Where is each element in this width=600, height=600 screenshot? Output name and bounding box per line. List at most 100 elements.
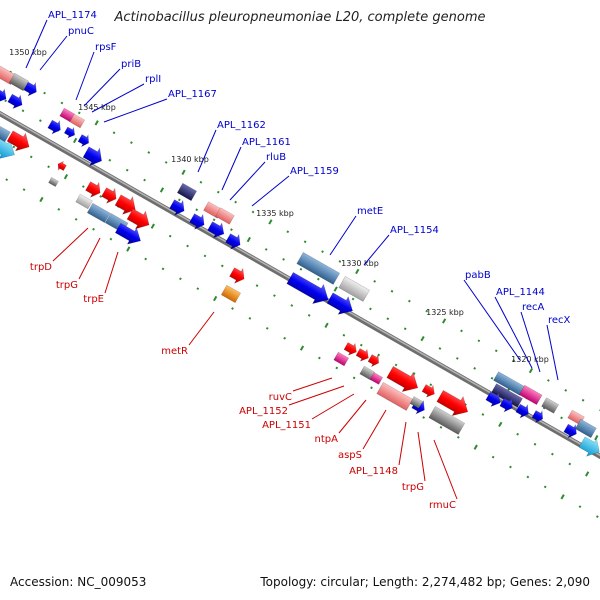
- gene-feature[interactable]: [84, 179, 105, 201]
- gene-feature[interactable]: [574, 418, 597, 439]
- gene-label-reverse[interactable]: trpD: [30, 262, 52, 273]
- gene-feature[interactable]: [168, 197, 189, 219]
- gene-label-reverse[interactable]: metR: [161, 346, 188, 357]
- gene-label-forward[interactable]: APL_1162: [217, 120, 266, 131]
- gene-label-reverse[interactable]: trpG: [56, 280, 78, 291]
- label-leader-line: [338, 399, 367, 434]
- gene-label-forward[interactable]: APL_1174: [48, 10, 97, 21]
- gene-feature[interactable]: [22, 79, 40, 98]
- gene-feature[interactable]: [176, 182, 197, 202]
- gene-label-forward[interactable]: recX: [548, 315, 571, 326]
- gene-label-reverse[interactable]: APL_1148: [349, 466, 398, 477]
- gene-feature[interactable]: [343, 340, 360, 358]
- gene-feature[interactable]: [541, 397, 559, 414]
- gene-feature[interactable]: [188, 211, 209, 233]
- gene-label-forward[interactable]: APL_1144: [496, 287, 545, 298]
- gene-feature[interactable]: [113, 191, 140, 219]
- gene-feature[interactable]: [81, 143, 107, 170]
- gene-feature[interactable]: [220, 284, 241, 304]
- gene-feature[interactable]: [514, 401, 532, 420]
- gene-label-reverse[interactable]: aspS: [338, 450, 362, 461]
- gene-feature[interactable]: [338, 276, 370, 302]
- gene-feature[interactable]: [531, 408, 546, 425]
- gene-feature[interactable]: [296, 252, 341, 285]
- gene-feature[interactable]: [86, 202, 111, 224]
- gene-feature[interactable]: [215, 207, 235, 225]
- gene-label-forward[interactable]: APL_1167: [168, 89, 217, 100]
- gene-feature[interactable]: [355, 346, 372, 364]
- gene-label-reverse[interactable]: trpG: [402, 482, 424, 493]
- gene-feature[interactable]: [518, 384, 543, 406]
- scale-tick-mark: [342, 333, 346, 337]
- gene-label-forward[interactable]: rplI: [145, 74, 161, 85]
- gene-feature[interactable]: [376, 382, 414, 411]
- gene-label-forward[interactable]: APL_1161: [242, 137, 291, 148]
- gene-feature[interactable]: [5, 127, 34, 156]
- gene-label-reverse[interactable]: rmuC: [429, 500, 456, 511]
- scale-tick-mark: [109, 237, 113, 241]
- gene-feature[interactable]: [206, 219, 228, 242]
- gene-feature[interactable]: [8, 72, 29, 92]
- gene-feature[interactable]: [0, 64, 17, 86]
- gene-label-forward[interactable]: recA: [522, 302, 545, 313]
- gene-label-reverse[interactable]: ntpA: [315, 434, 339, 445]
- gene-feature[interactable]: [0, 132, 20, 164]
- label-leader-line: [520, 311, 541, 373]
- gene-label-forward[interactable]: APL_1159: [290, 166, 339, 177]
- gene-label-reverse[interactable]: APL_1151: [262, 420, 311, 431]
- gene-feature[interactable]: [228, 265, 249, 287]
- scale-tick-mark: [181, 169, 186, 176]
- gene-feature[interactable]: [491, 383, 523, 408]
- gene-feature[interactable]: [493, 371, 525, 396]
- map-title: Actinobacillus pleuropneumoniae L20, com…: [114, 10, 486, 25]
- gene-label-forward[interactable]: rpsF: [95, 42, 117, 53]
- gene-feature[interactable]: [421, 382, 438, 400]
- gene-feature[interactable]: [359, 365, 375, 381]
- gene-label-reverse[interactable]: ruvC: [269, 392, 292, 403]
- gene-label-forward[interactable]: APL_1154: [390, 225, 439, 236]
- scale-tick-mark: [12, 145, 16, 149]
- gene-feature[interactable]: [385, 362, 424, 397]
- gene-feature[interactable]: [409, 396, 424, 409]
- scale-tick-mark: [246, 236, 251, 243]
- gene-feature[interactable]: [435, 386, 474, 421]
- scale-tick-mark: [528, 367, 534, 374]
- gene-feature[interactable]: [498, 395, 516, 414]
- gene-feature[interactable]: [325, 289, 358, 320]
- gene-feature[interactable]: [428, 406, 466, 435]
- gene-label-reverse[interactable]: trpE: [83, 294, 104, 305]
- gene-feature[interactable]: [48, 177, 59, 187]
- gene-feature[interactable]: [6, 91, 26, 111]
- gene-feature[interactable]: [367, 352, 382, 369]
- gene-feature[interactable]: [0, 122, 11, 143]
- gene-feature[interactable]: [77, 132, 92, 149]
- gene-feature[interactable]: [0, 85, 10, 105]
- gene-label-reverse[interactable]: APL_1152: [239, 406, 288, 417]
- gene-label-forward[interactable]: rluB: [266, 152, 286, 163]
- gene-label-forward[interactable]: priB: [121, 59, 141, 70]
- gene-feature[interactable]: [113, 220, 145, 249]
- scale-tick-mark: [352, 376, 356, 380]
- scale-tick-mark: [255, 284, 259, 288]
- gene-feature[interactable]: [69, 113, 85, 129]
- scale-tick-mark: [494, 349, 498, 353]
- gene-feature[interactable]: [369, 372, 384, 385]
- scale-tick-mark: [543, 485, 547, 489]
- gene-feature[interactable]: [100, 185, 121, 207]
- gene-feature[interactable]: [125, 205, 154, 234]
- gene-feature[interactable]: [577, 433, 600, 461]
- gene-label-forward[interactable]: pnuC: [68, 26, 94, 37]
- gene-feature[interactable]: [55, 160, 67, 173]
- label-leader-line: [221, 146, 242, 191]
- gene-feature[interactable]: [63, 125, 78, 140]
- scale-tick-mark: [150, 223, 155, 229]
- gene-feature[interactable]: [484, 389, 504, 409]
- gene-feature[interactable]: [75, 193, 93, 210]
- gene-feature[interactable]: [562, 421, 580, 440]
- gene-label-forward[interactable]: metE: [357, 206, 383, 217]
- gene-feature[interactable]: [224, 231, 245, 253]
- gene-feature[interactable]: [333, 351, 349, 367]
- gene-feature[interactable]: [46, 117, 64, 136]
- gene-feature[interactable]: [285, 268, 334, 309]
- gene-label-forward[interactable]: pabB: [465, 270, 491, 281]
